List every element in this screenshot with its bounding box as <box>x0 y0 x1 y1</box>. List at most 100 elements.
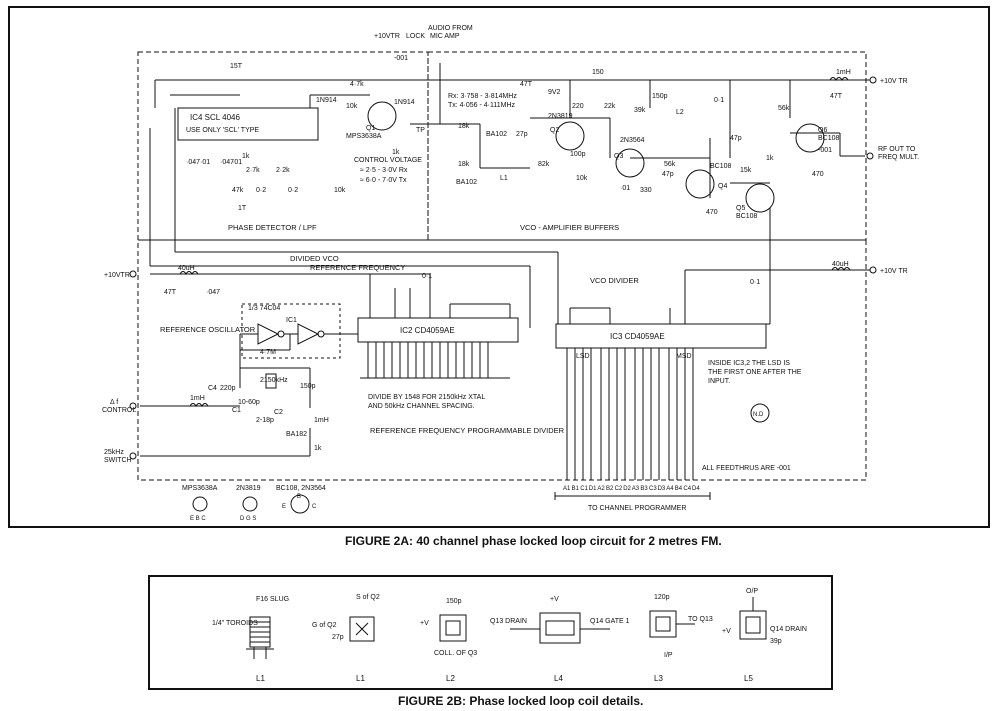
xtal-label: 2150kHz <box>260 377 288 384</box>
q5-label: Q5 <box>736 205 745 212</box>
c2-label: C2 <box>274 409 283 416</box>
l1-label: L1 <box>500 175 508 182</box>
c-150p: 150p <box>652 93 668 100</box>
bc108-pinout <box>290 494 310 514</box>
note-feedthrus: ALL FEEDTHRUS ARE -001 <box>702 465 791 472</box>
coil2-name: L1 <box>356 674 365 683</box>
q6-type: BC108 <box>818 135 840 142</box>
c-100p: 100p <box>570 151 586 158</box>
coil2-note-2: 27p <box>332 634 344 641</box>
inverter-1 <box>257 323 280 345</box>
l-1mh: 1mH <box>836 69 851 76</box>
ic2-label: IC2 CD4059AE <box>400 326 455 335</box>
coil4-note-2: Q14 GATE 1 <box>590 618 630 625</box>
r-82k: 82k <box>538 161 550 168</box>
r-1k-c: 1k <box>242 153 250 160</box>
c-15t: 15T <box>230 63 243 70</box>
pinout-bc-e: E <box>282 504 286 510</box>
c4-label: C4 <box>208 385 217 392</box>
programmer-pin-b2: B2 <box>606 486 614 492</box>
coil2-box <box>349 616 375 642</box>
c-47p: 47p <box>730 135 742 142</box>
figure-2a-panel: PHASE DETECTOR / LPF VCO - AMPLIFIER BUF… <box>8 6 990 528</box>
d-1n914b: 1N914 <box>394 99 415 106</box>
label-audio: AUDIO FROM <box>428 25 473 32</box>
pinout-mps: MPS3638A <box>182 485 218 492</box>
coil6-note-1: +V <box>722 628 731 635</box>
programmer-pin-a4: A4 <box>666 486 674 492</box>
r-2-2k: 2·2k <box>276 167 290 174</box>
ic2-program-lines <box>360 342 510 379</box>
r-47k: 4·7k <box>350 81 364 88</box>
left-switch: SWITCH <box>104 457 132 464</box>
label-right-10vtr: +10V TR <box>880 268 908 275</box>
note-lsd-2: THE FIRST ONE AFTER THE <box>708 369 802 376</box>
left-25khz: 25kHz <box>104 449 124 456</box>
q3-circle <box>615 148 645 178</box>
label-lock: LOCK <box>406 33 425 40</box>
ic1-label: IC1 <box>286 317 297 324</box>
c-10-60p: 10-60p <box>238 399 260 406</box>
note-lsd-3: INPUT. <box>708 378 730 385</box>
c-47t: 47T <box>520 81 533 88</box>
l-1mh-ref <box>189 403 209 407</box>
note-msd: MSD <box>676 353 692 360</box>
coil3-note-2: COLL. OF Q3 <box>434 650 477 657</box>
figure-2b-panel: L1 F16 SLUG 1/4" TOROIDS L1 S of Q2 G of… <box>148 575 833 690</box>
terminal-rf-out <box>866 152 874 160</box>
pinout-jfet-pins: D G S <box>240 516 256 522</box>
note-rx: Rx: 3·758 - 3·814MHz <box>448 93 517 100</box>
terminal-switch <box>129 452 137 460</box>
c-220p: 220p <box>220 385 236 392</box>
r-330: 330 <box>640 187 652 194</box>
programmer-pin-c4: C4 <box>683 486 691 492</box>
left-10vtr: +10VTR <box>104 272 130 279</box>
r-18k-a: 18k <box>458 123 470 130</box>
2n3819-pinout <box>242 496 258 512</box>
q1-type: MPS3638A <box>346 133 382 140</box>
programmer-pin-b4: B4 <box>675 486 683 492</box>
inverter-2 <box>297 323 320 345</box>
l-40uh: 40uH <box>178 265 195 272</box>
l-40uh-right <box>831 267 851 271</box>
pinout-jfet: 2N3819 <box>236 485 261 492</box>
l-1mh-b: 1mH <box>314 417 329 424</box>
c-0-2a: 0·2 <box>256 187 266 194</box>
note-spacing: AND 50kHz CHANNEL SPACING. <box>368 403 475 410</box>
label-freq-mult: FREQ MULT. <box>878 154 919 161</box>
note-divide: DIVIDE BY 1548 FOR 2150kHz XTAL <box>368 394 485 401</box>
note-tx: Tx: 4·056 - 4·111MHz <box>448 102 516 109</box>
c-01b: ·01 <box>232 159 242 166</box>
r-22k: 22k <box>604 103 616 110</box>
r-15k: 15k <box>740 167 752 174</box>
note-cv-tx: ≈ 6·0 - 7·0V Tx <box>360 177 407 184</box>
coil3-note-0: 150p <box>446 598 462 605</box>
pinout-bc-c: C <box>312 504 317 510</box>
r-1k-b: 1k <box>766 155 774 162</box>
label-reference-oscillator: REFERENCE OSCILLATOR <box>160 325 256 334</box>
r-4-7m: 4·7M <box>260 349 276 356</box>
q5-type: BC108 <box>736 213 758 220</box>
r-2-7k: 2·7k <box>246 167 260 174</box>
l-40uh-left <box>179 271 199 275</box>
pinout-bc-b: B <box>297 494 301 500</box>
programmer-pin-a2: A2 <box>597 486 605 492</box>
programmer-pin-c3: C3 <box>649 486 657 492</box>
ba102b: BA102 <box>456 179 477 186</box>
programmer-pin-c1: C1 <box>580 486 588 492</box>
q1-circle <box>367 101 397 131</box>
coil3-note-1: +V <box>420 620 429 627</box>
left-control: CONTROL <box>102 407 136 414</box>
coil5-note-1: TO Q13 <box>688 616 713 623</box>
ba182-label: BA182 <box>286 431 307 438</box>
coil2-note-1: G of Q2 <box>312 622 337 629</box>
note-lsd-1: INSIDE IC3,2 THE LSD IS <box>708 360 790 367</box>
z-9v2: 9V2 <box>548 89 561 96</box>
q3-type: 2N3564 <box>620 137 645 144</box>
programmer-pin-b1: B1 <box>572 486 580 492</box>
c-001: -001 <box>818 147 832 154</box>
coil4-name: L4 <box>554 674 563 683</box>
note-lsd: LSD <box>576 353 590 360</box>
